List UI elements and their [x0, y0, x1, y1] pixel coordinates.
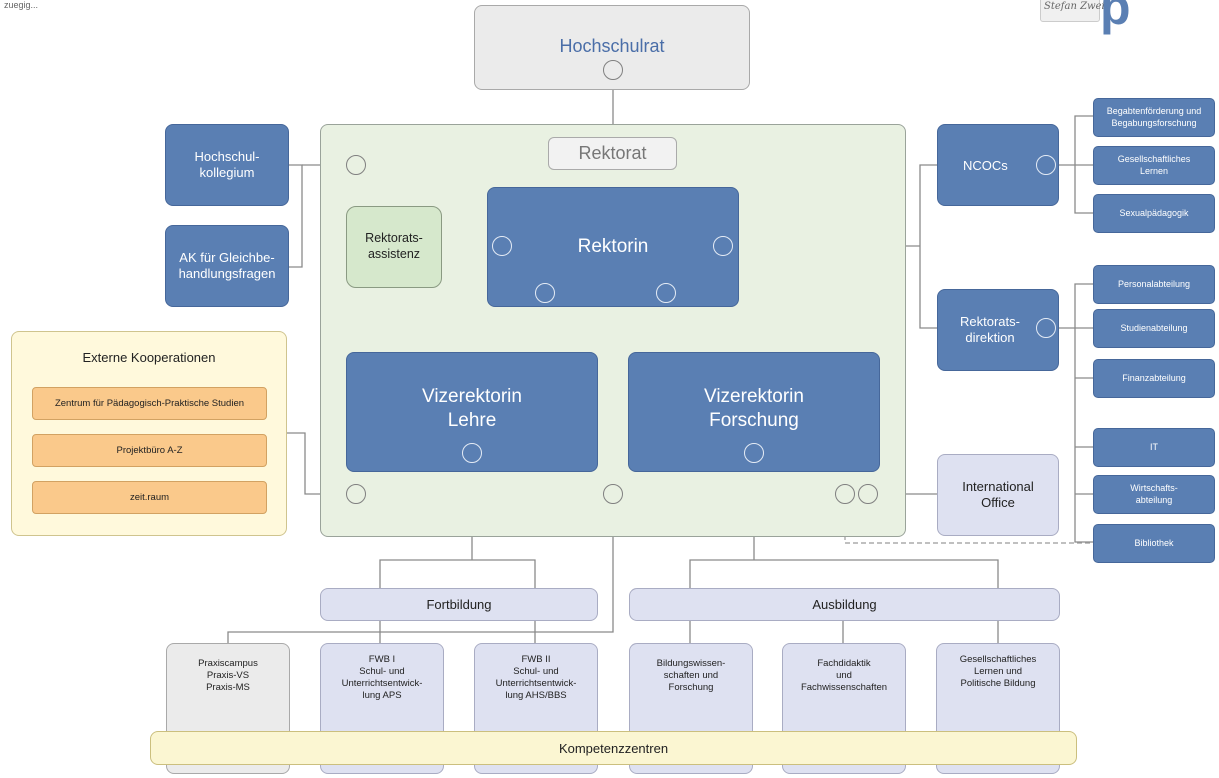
rektorin-left-connector-icon [492, 236, 512, 256]
rektorin-right-connector-icon [713, 236, 733, 256]
ak-gleichbehandlung-label: AK für Gleichbe- handlungsfragen [178, 249, 276, 281]
logo-signature: Stefan Zweig [1044, 1, 1112, 12]
rektorin-box[interactable]: Rektorin [487, 187, 739, 307]
ncocs-item[interactable]: Gesellschaftliches Lernen [1093, 146, 1215, 185]
kooperation-item[interactable]: Zentrum für Pädagogisch-Praktische Studi… [32, 387, 267, 420]
vizerektorin-forschung-label: Vizerektorin Forschung [704, 386, 804, 431]
kompetenzzentren-bar[interactable]: Kompetenzzentren [150, 731, 1077, 765]
ncocs-connector-icon [1036, 155, 1056, 175]
hochschulrat-connector-icon [603, 60, 623, 80]
logo: Stefan Zweig p [1040, 0, 1210, 35]
rektorat-bottom-connector-icon [603, 484, 623, 504]
ausbildung-box[interactable]: Ausbildung [629, 588, 1060, 621]
international-dashed-connector-icon [835, 484, 855, 504]
rektorat-label: Rektorat [578, 143, 647, 163]
rektorat-box[interactable]: Rektorat [548, 137, 677, 170]
direktion-item[interactable]: IT [1093, 428, 1215, 467]
fortbildung-label: Fortbildung [426, 597, 492, 612]
direktion-connector-icon [1036, 318, 1056, 338]
kooperation-item[interactable]: Projektbüro A-Z [32, 434, 267, 467]
logo-letter: p [1100, 0, 1131, 35]
externe-kooperationen-title: Externe Kooperationen [82, 350, 216, 365]
rektorin-bottom-left-connector-icon [535, 283, 555, 303]
direktion-item[interactable]: Wirtschafts- abteilung [1093, 475, 1215, 514]
kompetenzzentren-label: Kompetenzzentren [558, 740, 669, 756]
fortbildung-box[interactable]: Fortbildung [320, 588, 598, 621]
direktion-item[interactable]: Personalabteilung [1093, 265, 1215, 304]
header-note: zuegig... [4, 0, 39, 10]
rektoratsassistenz-label: Rektorats- assistenz [365, 231, 423, 261]
rektorin-bottom-right-connector-icon [656, 283, 676, 303]
externe-kooperationen-panel: Externe Kooperationen Zentrum für Pädago… [11, 331, 287, 536]
kooperationen-connector-icon [346, 484, 366, 504]
forschung-connector-icon [744, 443, 764, 463]
rektoratsassistenz-box[interactable]: Rektorats- assistenz [346, 206, 442, 288]
kollegium-connector-icon [346, 155, 366, 175]
kooperation-item[interactable]: zeit.raum [32, 481, 267, 514]
rektorin-label: Rektorin [577, 236, 649, 257]
international-connector-icon [858, 484, 878, 504]
direktion-item[interactable]: Bibliothek [1093, 524, 1215, 563]
international-office-label: International Office [962, 478, 1034, 510]
lehre-connector-icon [462, 443, 482, 463]
ncocs-label: NCOCs [963, 157, 1008, 173]
ncocs-item[interactable]: Sexualpädagogik [1093, 194, 1215, 233]
ausbildung-label: Ausbildung [812, 597, 877, 612]
hochschulkollegium-label: Hochschul- kollegium [194, 148, 260, 180]
direktion-item[interactable]: Studienabteilung [1093, 309, 1215, 348]
ncocs-item[interactable]: Begabtenförderung und Begabungsforschung [1093, 98, 1215, 137]
ak-gleichbehandlung-box[interactable]: AK für Gleichbe- handlungsfragen [165, 225, 289, 307]
hochschulrat-label: Hochschulrat [559, 36, 665, 56]
rektorat-area [320, 124, 906, 537]
rektoratsdirektion-label: Rektorats- direktion [960, 313, 1020, 345]
hochschulkollegium-box[interactable]: Hochschul- kollegium [165, 124, 289, 206]
vizerektorin-lehre-label: Vizerektorin Lehre [422, 386, 522, 431]
direktion-item[interactable]: Finanzabteilung [1093, 359, 1215, 398]
international-office-box[interactable]: International Office [937, 454, 1059, 536]
